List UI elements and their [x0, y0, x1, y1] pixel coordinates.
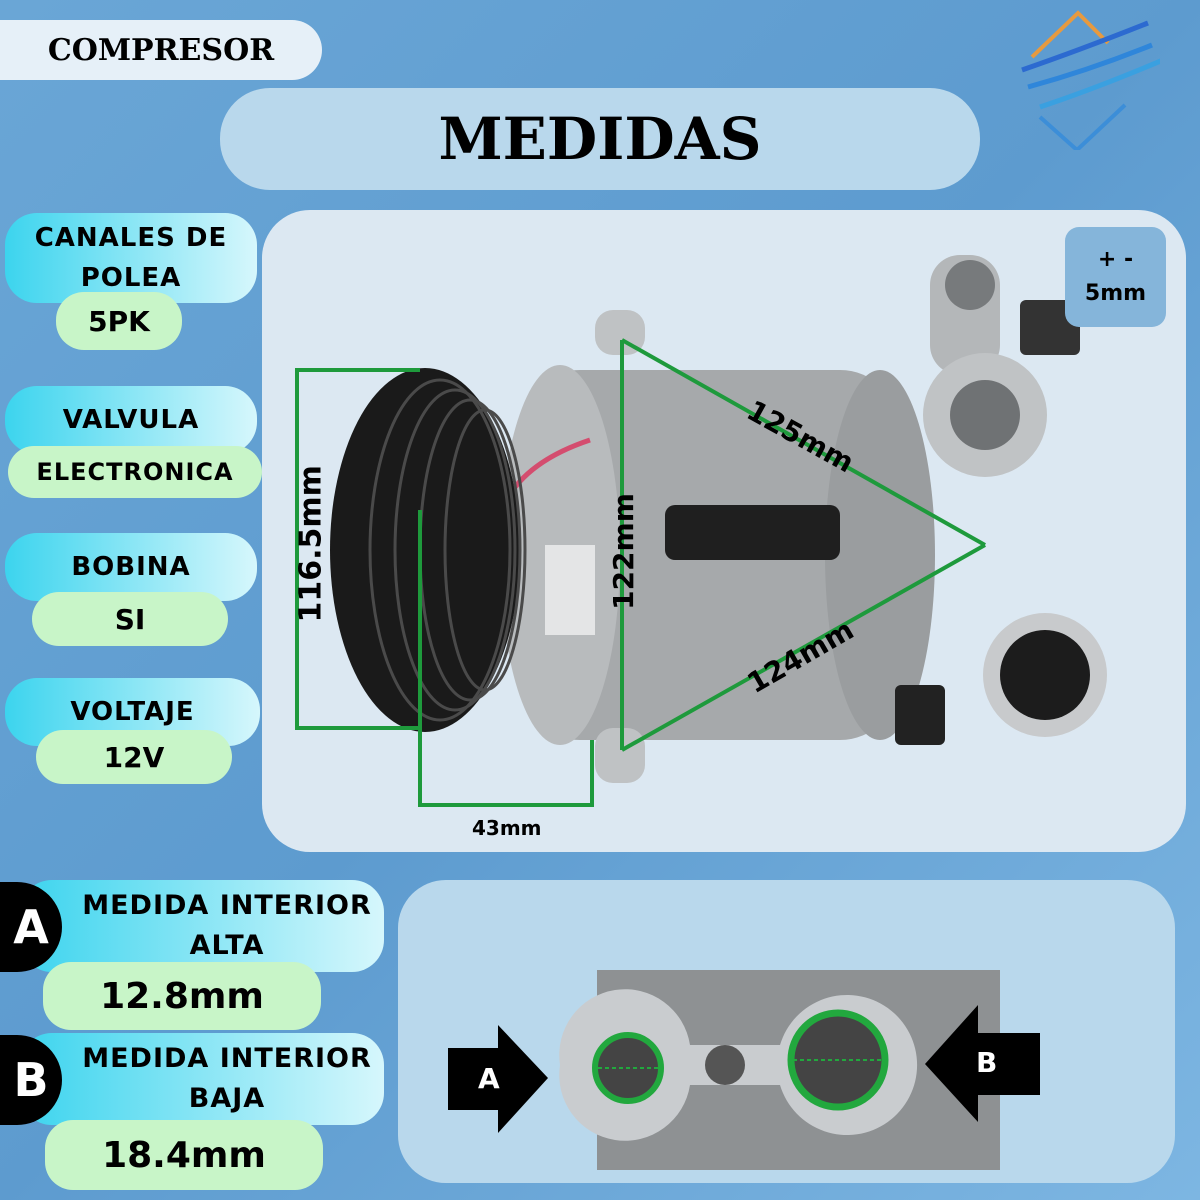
- compressor-photo-panel: [262, 210, 1186, 852]
- spec-value: 12V: [103, 740, 165, 774]
- tolerance-value: 5mm: [1084, 281, 1147, 306]
- measurement-lines: [295, 338, 986, 807]
- spec-label-coil: BOBINA: [5, 533, 257, 601]
- port-label: MEDIDA INTERIOR: [82, 890, 372, 921]
- port-sub: BAJA: [188, 1083, 266, 1114]
- compressor-image: [295, 255, 1107, 807]
- spec-value: SI: [114, 602, 146, 636]
- port-letter: A: [13, 900, 49, 954]
- port-b-value: 18.4mm: [45, 1120, 323, 1190]
- port-label: MEDIDA INTERIOR: [82, 1043, 372, 1074]
- port-sub: ALTA: [189, 930, 265, 961]
- port-value: 12.8mm: [100, 975, 264, 1017]
- arrow-b-icon: [925, 1005, 1040, 1122]
- dim-depth: 43mm: [472, 816, 542, 840]
- spec-label: CANALES DE POLEA: [34, 223, 228, 293]
- spec-value: ELECTRONICA: [36, 458, 234, 486]
- ports-photo-panel: [398, 880, 1175, 1183]
- port-letter: B: [13, 1053, 49, 1107]
- category-label: COMPRESOR: [47, 32, 275, 68]
- tolerance-badge: + - 5mm: [1065, 227, 1166, 327]
- tolerance-sign: + -: [1097, 247, 1134, 272]
- port-a-label: MEDIDA INTERIOR ALTA: [20, 880, 384, 972]
- spec-value-pulley-channels: 5PK: [56, 292, 182, 350]
- category-pill: COMPRESOR: [0, 20, 322, 80]
- port-a-value: 12.8mm: [43, 962, 321, 1030]
- spec-value: 5PK: [88, 304, 150, 338]
- spec-label: BOBINA: [71, 552, 191, 582]
- spec-label: VALVULA: [62, 405, 200, 435]
- dim-pulley-height: 116.5mm: [293, 465, 329, 623]
- arrow-a-label: A: [478, 1062, 500, 1095]
- spec-label: VOLTAJE: [70, 697, 195, 727]
- port-value: 18.4mm: [102, 1134, 266, 1176]
- brand-logo-icon: [1021, 10, 1160, 150]
- ports-image: [448, 970, 1040, 1170]
- arrow-a-icon: [448, 1025, 548, 1133]
- spec-label-valve: VALVULA: [5, 386, 257, 454]
- spec-value-valve: ELECTRONICA: [8, 446, 262, 498]
- port-b-label: MEDIDA INTERIOR BAJA: [20, 1033, 384, 1125]
- page-title: MEDIDAS: [438, 105, 762, 173]
- page-title-pill: MEDIDAS: [220, 88, 980, 190]
- arrow-b-label: B: [976, 1046, 998, 1079]
- spec-value-coil: SI: [32, 592, 228, 646]
- dim-mount: 122mm: [606, 493, 640, 610]
- spec-value-voltage: 12V: [36, 730, 232, 784]
- spec-label-pulley-channels: CANALES DE POLEA: [5, 213, 257, 303]
